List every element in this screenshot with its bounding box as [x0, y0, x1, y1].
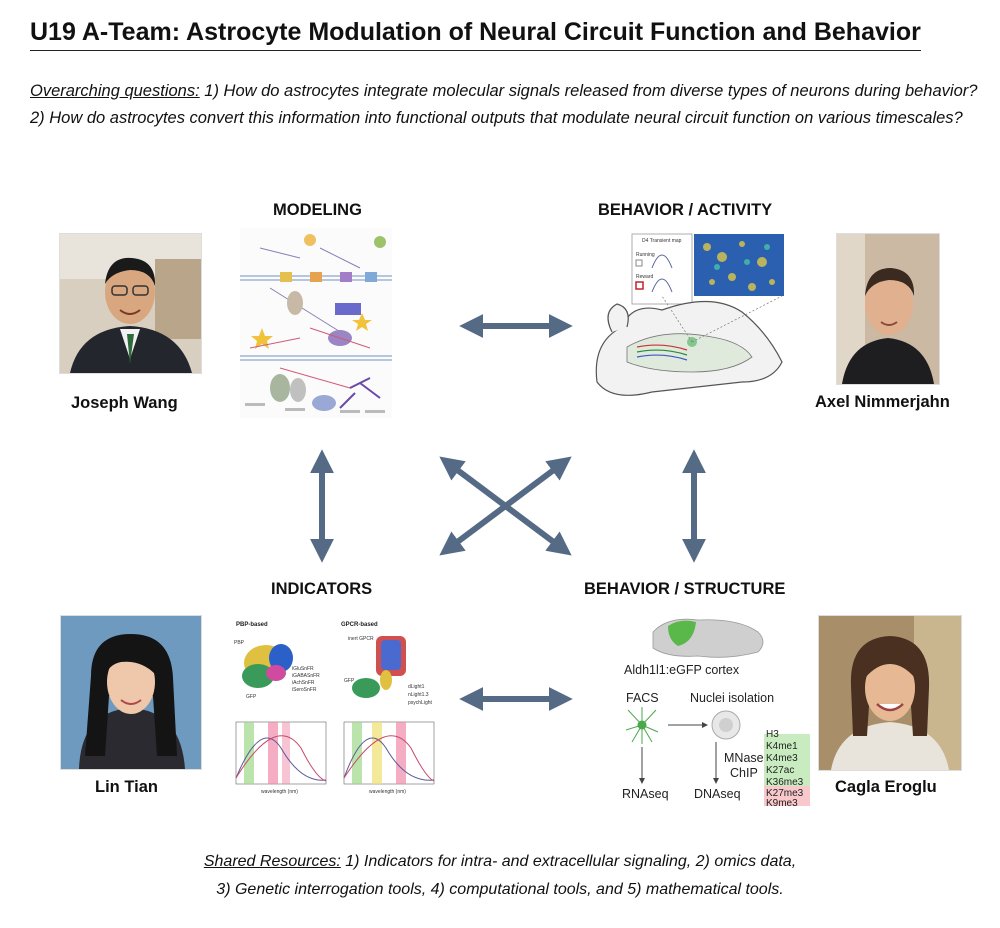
page-title: U19 A-Team: Astrocyte Modulation of Neur…	[30, 18, 921, 51]
mark-k4me3: K4me3	[766, 753, 798, 764]
name-joseph-wang: Joseph Wang	[71, 394, 178, 412]
section-behavior-structure: BEHAVIOR / STRUCTURE	[584, 580, 786, 598]
astrocyte-cell	[625, 707, 659, 744]
dnaseq-label: DNAseq	[694, 787, 741, 801]
section-indicators: INDICATORS	[271, 580, 373, 598]
gfp-label-right: GFP	[344, 678, 355, 684]
pbp-based-label: PBP-based	[236, 622, 268, 628]
questions-label: Overarching questions:	[30, 82, 200, 100]
photo-lin-tian	[60, 615, 202, 770]
pbp-sensor-3: iAchSnFR	[292, 680, 315, 686]
mark-k9me3: K9me3	[766, 798, 798, 807]
behavior-structure-figure: Aldh1l1:eGFP cortex FACS Nuclei isolatio…	[598, 612, 813, 809]
arrow-diagonal-activity-indicators	[439, 456, 572, 556]
rnaseq-label: RNAseq	[622, 787, 669, 801]
modeling-figure	[240, 228, 392, 418]
gpcr-sensor-2: nLight1.3	[408, 692, 429, 698]
aldh-label: Aldh1l1:eGFP cortex	[624, 663, 740, 677]
photo-cagla-eroglu	[818, 615, 962, 771]
gpcr-spectrum-plot	[343, 721, 435, 785]
facs-label: FACS	[626, 691, 659, 705]
shared-resources-text1: 1) Indicators for intra- and extracellul…	[340, 853, 797, 870]
wavelength-label-right: wavelength (nm)	[369, 789, 406, 795]
gfp-label-left: GFP	[246, 694, 257, 700]
section-modeling: MODELING	[273, 201, 362, 219]
activity-reward-label: Reward	[636, 274, 653, 280]
questions-text: 1) How do astrocytes integrate molecular…	[30, 82, 978, 127]
behavior-activity-figure: D4 Transient map Running Reward	[592, 232, 788, 410]
shared-resources-line2: 3) Genetic interrogation tools, 4) compu…	[216, 881, 784, 898]
chip-label: ChIP	[730, 766, 758, 780]
mnase-label: MNase	[724, 751, 764, 765]
pbp-sensor-2: iGABASnFR	[292, 673, 320, 679]
activity-running-label: Running	[636, 252, 655, 258]
mark-k4me1: K4me1	[766, 741, 798, 752]
wavelength-label-left: wavelength (nm)	[261, 789, 298, 795]
activity-map-title: D4 Transient map	[642, 238, 682, 244]
inert-gpcr-label: inert GPCR	[348, 636, 374, 642]
overarching-questions: Overarching questions: 1) How do astrocy…	[30, 78, 980, 132]
shared-resources-line1: Shared Resources: 1) Indicators for intr…	[0, 848, 1000, 876]
name-lin-tian: Lin Tian	[95, 778, 158, 796]
pbp-protein	[242, 644, 293, 688]
gpcr-sensor-1: dLight1	[408, 684, 425, 690]
gpcr-protein	[352, 636, 406, 698]
name-cagla-eroglu: Cagla Eroglu	[835, 778, 937, 796]
section-behavior-activity: BEHAVIOR / ACTIVITY	[598, 201, 773, 219]
shared-resources: Shared Resources: 1) Indicators for intr…	[0, 848, 1000, 904]
photo-axel-nimmerjahn	[836, 233, 940, 385]
pbp-spectrum-plot	[235, 721, 327, 785]
gpcr-sensor-3: psychLight	[408, 700, 433, 706]
nuclei-isolation-label: Nuclei isolation	[690, 691, 774, 705]
pbp-label: PBP	[234, 640, 245, 646]
mark-k36me3: K36me3	[766, 777, 804, 788]
pbp-sensor-1: iGluSnFR	[292, 666, 314, 672]
name-axel-nimmerjahn: Axel Nimmerjahn	[815, 393, 950, 411]
mark-k27ac: K27ac	[766, 765, 794, 776]
pbp-sensor-4: iSeroSnFR	[292, 687, 317, 693]
indicators-figure: PBP-based GPCR-based PBP inert GPCR GFP …	[226, 618, 442, 798]
mark-k27me3: K27me3	[766, 788, 804, 799]
photo-joseph-wang	[59, 233, 202, 374]
mark-h3: H3	[766, 729, 779, 740]
gpcr-based-label: GPCR-based	[341, 622, 378, 628]
shared-resources-label: Shared Resources:	[203, 853, 341, 870]
